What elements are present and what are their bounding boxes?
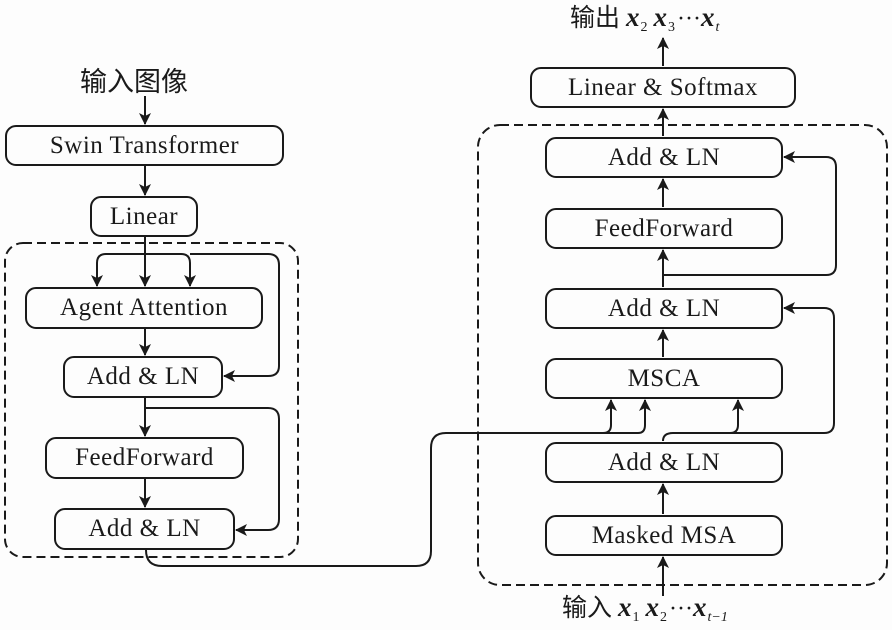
encoder-input-text: 输入图像: [80, 67, 188, 98]
input-var-last: x: [693, 592, 707, 622]
decoder-add-ln-top-block: Add & LN: [545, 137, 783, 178]
arrow-linear-to-attention-right: [145, 253, 196, 287]
encoder-add-ln-1-block: Add & LN: [63, 356, 223, 398]
output-sub-1: 2: [640, 20, 648, 35]
input-sub-1: 1: [632, 610, 640, 625]
arrow-linear-to-attention-left: [91, 253, 145, 287]
encoder-input-label: 输入图像: [80, 60, 188, 99]
input-var-1: x: [618, 592, 632, 622]
output-var-1: x: [626, 2, 640, 32]
masked-msa-block: Masked MSA: [545, 515, 783, 556]
output-dots: ···: [677, 6, 701, 32]
arrow-add-ln-to-msca: [662, 399, 744, 442]
msca-block: MSCA: [545, 358, 783, 399]
encoder-add-ln-2-block: Add & LN: [54, 508, 235, 550]
encoder-dashed-container: [4, 242, 299, 558]
input-sub-last: t−1: [707, 610, 728, 625]
input-prefix: 输入: [562, 593, 613, 622]
output-sub-2: 3: [668, 20, 676, 35]
swin-transformer-block: Swin Transformer: [5, 125, 284, 166]
skip-linear-to-add-ln-1: [190, 253, 280, 382]
skip-add-ln-bottom-to-add-ln-mid: [730, 302, 835, 434]
decoder-add-ln-mid-block: Add & LN: [545, 288, 783, 329]
input-var-2: x: [645, 592, 660, 622]
agent-attention-block: Agent Attention: [25, 287, 263, 329]
output-var-2: x: [653, 2, 668, 32]
skip-add-ln-mid-to-add-ln-top: [663, 151, 837, 276]
linear-block: Linear: [90, 196, 198, 237]
decoder-add-ln-bottom-block: Add & LN: [545, 442, 783, 483]
input-dots: ···: [669, 596, 693, 622]
input-sub-2: 2: [660, 610, 668, 625]
encoder-feedforward-block: FeedForward: [45, 437, 244, 479]
decoder-feedforward-block: FeedForward: [545, 208, 783, 249]
decoder-dashed-container: [477, 124, 888, 586]
output-var-last: x: [701, 2, 715, 32]
linear-softmax-block: Linear & Softmax: [530, 67, 796, 108]
skip-add-ln-1-to-add-ln-2: [145, 407, 280, 536]
encoder-to-msca-connector-2: [603, 399, 651, 434]
output-sub-last: t: [715, 20, 720, 35]
output-prefix: 输出: [570, 3, 621, 32]
